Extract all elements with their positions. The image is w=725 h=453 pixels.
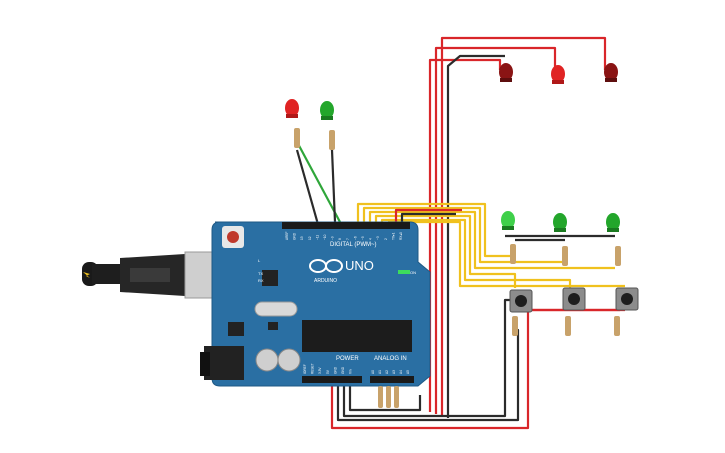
digital-pin-label-1: GND (293, 232, 297, 240)
led-green-2[interactable] (553, 213, 568, 266)
digital-pin-label-2: 13 (300, 236, 304, 240)
led-l-label: L (258, 258, 261, 263)
analog-resistors[interactable] (378, 386, 399, 408)
digital-pin-label-9: ~6 (353, 236, 357, 240)
led-top-2[interactable] (551, 65, 565, 84)
power-pin-label-4: GND (333, 366, 337, 374)
led-top-3[interactable] (604, 63, 618, 82)
analog-header[interactable] (370, 376, 414, 383)
on-label: ON (410, 270, 416, 275)
wire-red-top-1[interactable] (428, 58, 502, 412)
power-pin-label-0: IOREF (303, 364, 307, 374)
digital-pin-label-8: 7 (346, 238, 350, 240)
usb-chip (262, 270, 278, 286)
wire-yellow-6[interactable] (388, 220, 625, 288)
led-green-3[interactable] (606, 213, 621, 266)
digital-label: DIGITAL (PWM~) (330, 242, 377, 248)
analog-pin-label-2: A2 (385, 370, 389, 374)
resistor-left-green (329, 130, 335, 150)
atmega-chip (302, 320, 412, 352)
capacitor-1 (255, 348, 279, 372)
usb-bolt-icon (83, 272, 90, 278)
resistor-green-1 (510, 244, 516, 264)
analog-pin-label-4: A4 (399, 370, 403, 374)
crystal-oscillator (254, 301, 298, 317)
wire-yellow-5[interactable] (380, 218, 572, 288)
board-model-text: UNO (345, 258, 374, 273)
usb-cable[interactable] (82, 251, 232, 299)
digital-pin-label-15: RX◂0 (399, 232, 403, 240)
led-top-1[interactable] (499, 63, 513, 82)
led-tx-label: TX (258, 271, 263, 276)
push-button-1[interactable] (509, 289, 533, 336)
wire-black-bus-2[interactable] (342, 298, 515, 418)
resistor-green-3 (615, 246, 621, 266)
digital-pin-label-12: ~3 (376, 236, 380, 240)
wire-black-bus-3[interactable] (348, 376, 422, 412)
power-pin-label-5: GND (341, 366, 345, 374)
resistor-left-red (294, 128, 300, 148)
wire-red-top-header[interactable] (394, 208, 462, 222)
digital-pin-label-5: ~10 (323, 234, 327, 240)
wire-red-top-3[interactable] (440, 36, 607, 416)
push-button-3[interactable] (614, 287, 639, 336)
power-jack[interactable] (204, 346, 244, 380)
wire-black-top[interactable] (446, 54, 505, 418)
on-led (398, 270, 410, 274)
digital-pin-label-10: ~5 (361, 236, 365, 240)
power-label: POWER (336, 356, 359, 362)
power-pin-label-1: RESET (311, 363, 315, 374)
analog-pin-label-5: A5 (406, 370, 410, 374)
analog-pin-label-0: A0 (371, 370, 375, 374)
analog-pin-label-3: A3 (392, 370, 396, 374)
analog-label: ANALOG IN (374, 356, 407, 362)
analog-pin-label-1: A1 (378, 370, 382, 374)
regulator-chip (228, 322, 244, 336)
push-button-2[interactable] (562, 287, 586, 336)
led-green-1[interactable] (501, 211, 516, 264)
wire-yellow-4[interactable] (374, 214, 517, 288)
wire-yellow-2[interactable] (362, 206, 562, 264)
power-header[interactable] (302, 376, 362, 383)
digital-pin-label-0: AREF (285, 231, 289, 240)
wire-red-top-2[interactable] (434, 46, 557, 414)
wire-black-green-led[interactable] (330, 149, 337, 223)
resistor-button-1 (512, 316, 518, 336)
wire-yellow-1[interactable] (356, 202, 512, 258)
power-pin-label-6: Vin (349, 369, 353, 374)
digital-pin-label-7: 8 (338, 238, 342, 240)
wire-black-top-header[interactable] (400, 212, 456, 222)
digital-header[interactable] (282, 222, 410, 229)
arduino-logo-right (325, 259, 343, 273)
led-left-red[interactable] (285, 99, 300, 148)
resistor-button-2 (565, 316, 571, 336)
capacitor-2 (277, 348, 301, 372)
digital-pin-label-6: ~9 (331, 236, 335, 240)
digital-pin-label-3: 12 (308, 236, 312, 240)
digital-pin-label-13: 2 (384, 238, 388, 240)
reset-button-cap (227, 231, 239, 243)
power-pin-label-2: 3.3V (318, 367, 322, 374)
resistor-green-2 (562, 246, 568, 266)
wires (295, 36, 625, 430)
board-brand-text: ARDUINO (314, 278, 337, 284)
resistor-button-3 (614, 316, 620, 336)
wire-green-left-led[interactable] (295, 139, 341, 223)
led-left-green[interactable] (320, 101, 335, 150)
wire-yellow-3[interactable] (368, 210, 615, 270)
arduino-uno-board[interactable]: UNO ARDUINO DIGITAL (PWM~) POWER ANALOG … (200, 221, 431, 387)
digital-pin-label-14: TX▸1 (391, 232, 395, 240)
digital-pin-label-4: ~11 (315, 235, 319, 240)
led-rx-label: RX (258, 278, 264, 283)
digital-pin-label-11: 4 (369, 238, 373, 240)
power-pin-label-3: 5V (326, 369, 330, 374)
